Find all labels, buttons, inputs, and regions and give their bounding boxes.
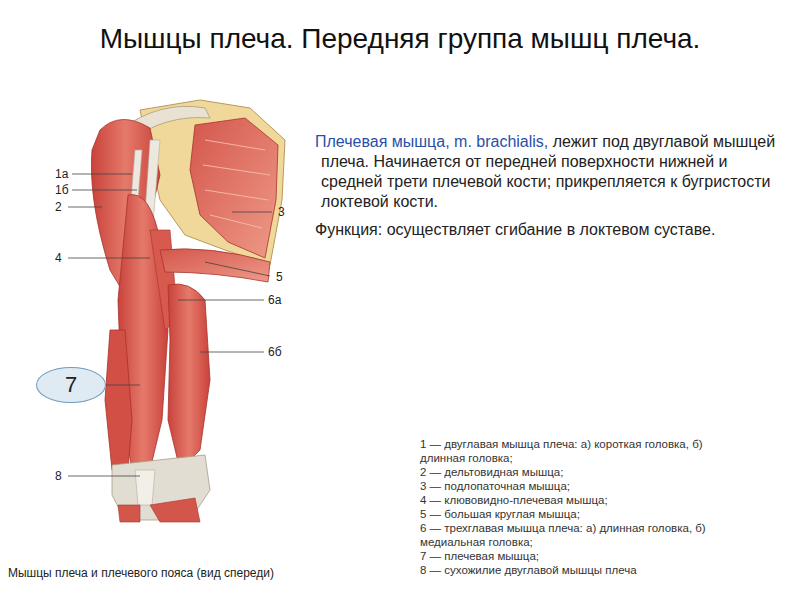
legend-line: 4 — клювовидно-плечевая мышца; <box>420 493 712 507</box>
leader-lines <box>68 174 272 476</box>
function-text: Функция: осуществляет сгибание в локтево… <box>315 220 786 240</box>
legend-line: 8 — сухожилие двуглавой мышцы плеча <box>420 563 712 577</box>
callout-number: 4 <box>55 251 62 265</box>
callout-number: 1а <box>55 167 68 181</box>
legend-line: 6 — трехглавая мышца плеча: а) длинная г… <box>420 521 712 549</box>
triceps <box>168 284 210 470</box>
callout-number: 2 <box>55 200 62 214</box>
callout-number: 1б <box>55 183 69 197</box>
caption: Мышцы плеча и плечевого пояса (вид спере… <box>8 566 274 580</box>
teres-major <box>160 249 270 282</box>
muscle-name: Плечевая мышца, m. brachialis, <box>315 133 548 150</box>
biceps-tendon <box>135 470 155 505</box>
callout-circle: 7 <box>36 367 106 403</box>
callout-number: 6б <box>268 345 282 359</box>
callout-number: 8 <box>55 469 62 483</box>
description-paragraph: Плечевая мышца, m. brachialis, лежит под… <box>315 132 786 212</box>
legend-line: 1 — двуглавая мышца плеча: а) короткая г… <box>420 437 712 465</box>
title: Мышцы плеча. Передняя группа мышц плеча. <box>0 22 800 56</box>
callout-number: 6а <box>268 293 281 307</box>
legend-line: 7 — плечевая мышца; <box>420 549 712 563</box>
subscapularis <box>190 118 278 258</box>
callout-number: 5 <box>276 270 283 284</box>
legend-line: 3 — подлопаточная мышца; <box>420 479 712 493</box>
brachialis <box>105 330 132 470</box>
legend-line: 2 — дельтовидная мышца; <box>420 465 712 479</box>
legend-list: 1 — двуглавая мышца плеча: а) короткая г… <box>420 437 712 577</box>
callout-number: 7 <box>65 372 77 398</box>
callout-number: 3 <box>278 205 285 219</box>
legend-line: 5 — большая круглая мышца; <box>420 507 712 521</box>
